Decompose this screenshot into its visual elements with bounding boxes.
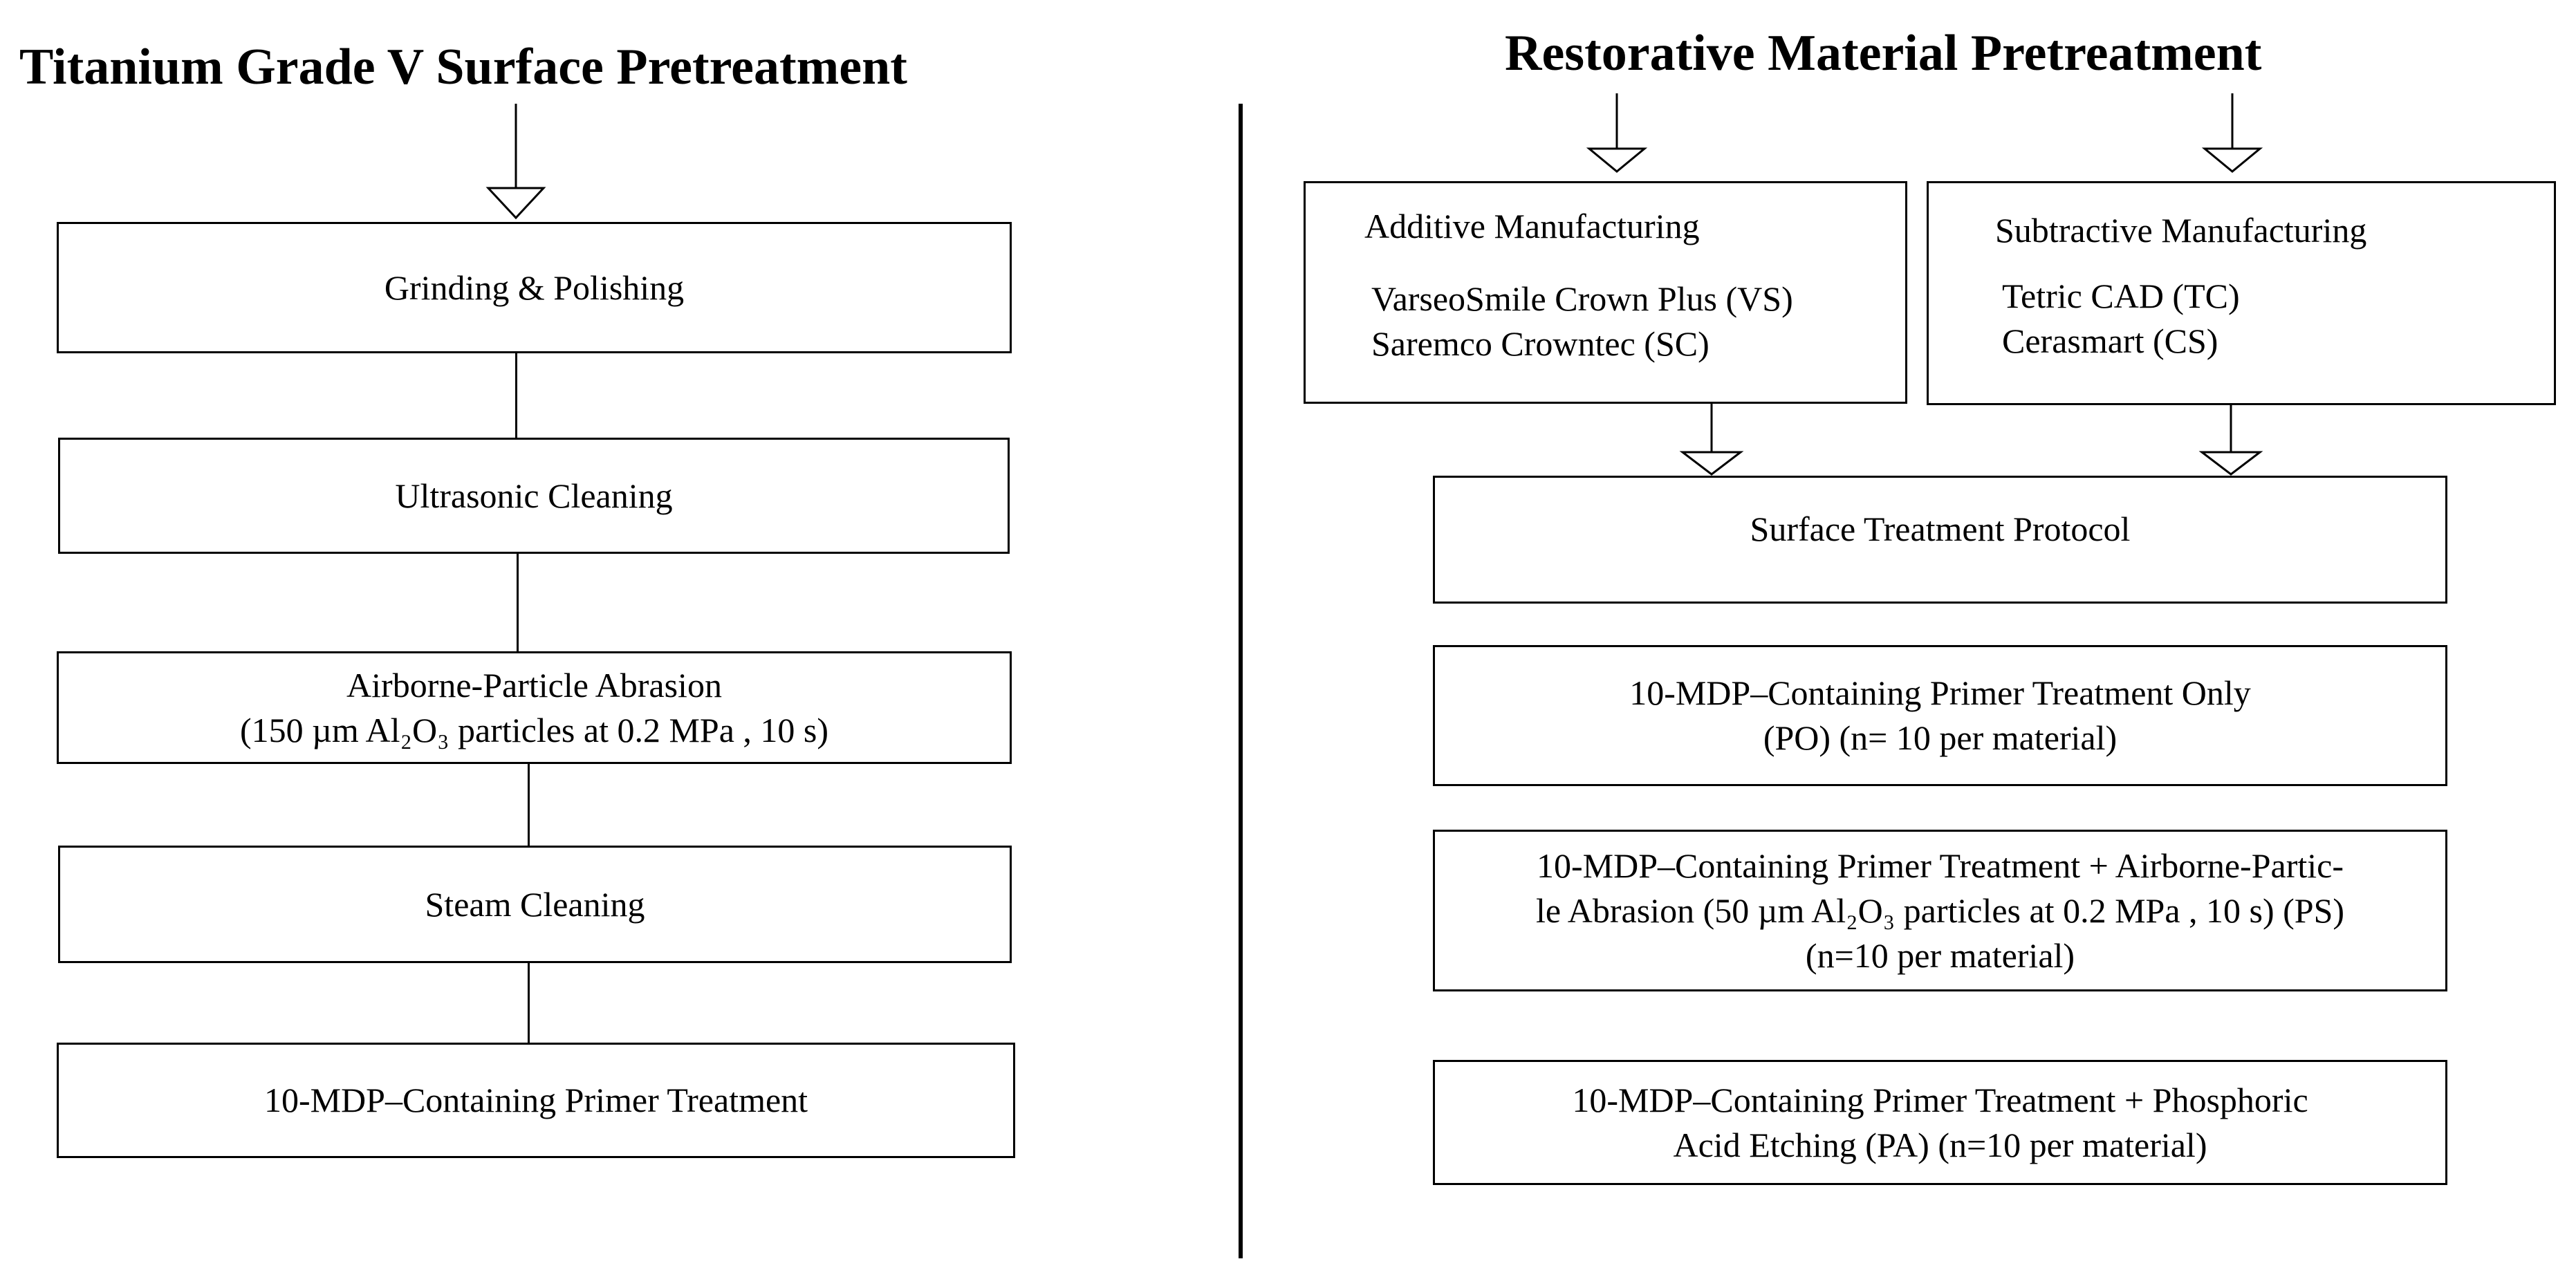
treatment-line: 10-MDP–Containing Primer Treatment + Air… <box>1537 846 2344 885</box>
step-label: Ultrasonic Cleaning <box>395 476 673 515</box>
treatment-line: 10-MDP–Containing Primer Treatment Only <box>1629 673 2251 712</box>
treatment-line: le Abrasion (50 µm Al₂O₃ particles at 0.… <box>1535 891 2345 930</box>
treatment-line: Acid Etching (PA) (n=10 per material) <box>1673 1125 2207 1164</box>
arrow-subtractive-to-protocol <box>2198 405 2263 476</box>
step-airborne-particle-abrasion: Airborne-Particle Abrasion (150 µm Al₂O₃… <box>57 651 1012 764</box>
connector-line <box>528 764 530 846</box>
step-label: Steam Cleaning <box>425 884 645 924</box>
additive-item: Saremco Crowntec (SC) <box>1371 324 1709 363</box>
arrow-left-top <box>485 104 546 220</box>
left-title: Titanium Grade V Surface Pretreatment <box>19 39 907 95</box>
step-label: 10-MDP–Containing Primer Treatment <box>263 1081 808 1119</box>
connector-line <box>528 963 530 1043</box>
additive-item: VarseoSmile Crown Plus (VS) <box>1371 279 1793 318</box>
treatment-line: (PO) (n= 10 per material) <box>1763 718 2118 757</box>
step-label: Airborne-Particle Abrasion <box>346 665 722 705</box>
treatment-ps-box: 10-MDP–Containing Primer Treatment + Air… <box>1433 830 2447 991</box>
column-divider <box>1239 104 1243 1258</box>
additive-heading: Additive Manufacturing <box>1364 207 1700 245</box>
treatment-line: (n=10 per material) <box>1805 935 2075 975</box>
step-primer-treatment: 10-MDP–Containing Primer Treatment <box>57 1043 1015 1158</box>
step-label: Grinding & Polishing <box>384 268 685 307</box>
subtractive-item: Cerasmart (CS) <box>2002 321 2218 360</box>
step-grinding-polishing: Grinding & Polishing <box>57 222 1012 353</box>
subtractive-heading: Subtractive Manufacturing <box>1995 211 2367 250</box>
arrow-additive-to-protocol <box>1679 404 1744 476</box>
connector-line <box>515 353 517 438</box>
surface-treatment-protocol-box: Surface Treatment Protocol <box>1433 476 2447 604</box>
step-detail: (150 µm Al₂O₃ particles at 0.2 MPa , 10 … <box>239 710 829 749</box>
arrow-right-additive <box>1586 93 1648 173</box>
step-steam-cleaning: Steam Cleaning <box>58 846 1012 963</box>
treatment-pa-box: 10-MDP–Containing Primer Treatment + Pho… <box>1433 1060 2447 1185</box>
arrow-right-subtractive <box>2201 93 2263 173</box>
right-title: Restorative Material Pretreatment <box>1505 25 2262 82</box>
subtractive-item: Tetric CAD (TC) <box>2002 277 2240 315</box>
treatment-line: 10-MDP–Containing Primer Treatment + Pho… <box>1572 1080 2308 1119</box>
connector-line <box>517 554 519 651</box>
subtractive-manufacturing-box: Subtractive Manufacturing Tetric CAD (TC… <box>1927 181 2556 405</box>
step-ultrasonic-cleaning: Ultrasonic Cleaning <box>58 438 1010 554</box>
additive-manufacturing-box: Additive Manufacturing VarseoSmile Crown… <box>1304 181 1907 404</box>
protocol-label: Surface Treatment Protocol <box>1750 510 2131 548</box>
treatment-po-box: 10-MDP–Containing Primer Treatment Only … <box>1433 645 2447 786</box>
